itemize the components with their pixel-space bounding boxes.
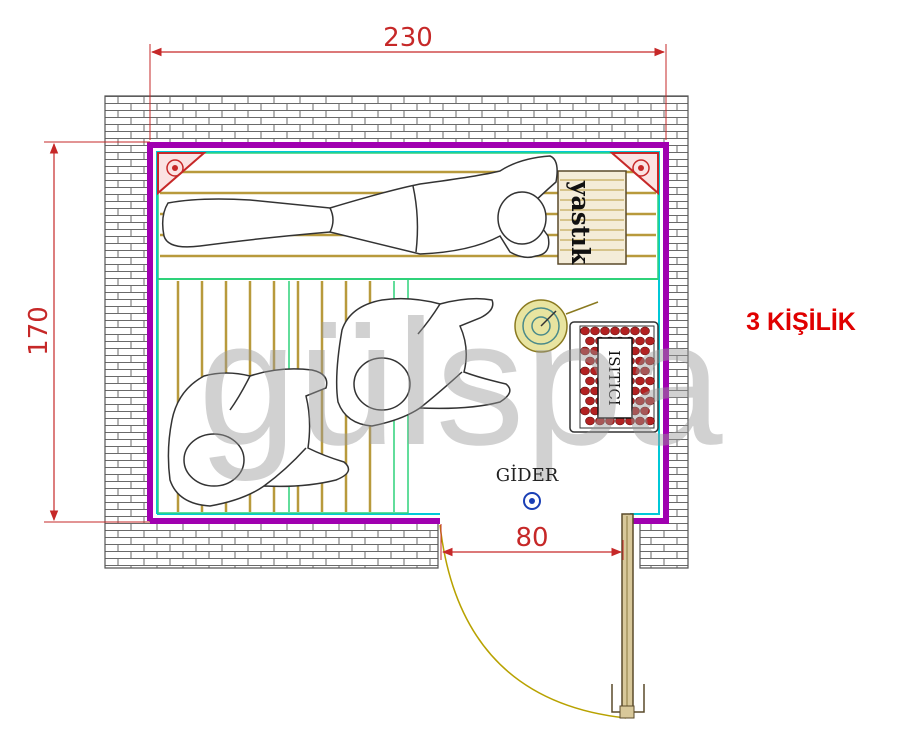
door — [439, 513, 645, 719]
heater-stone — [610, 326, 620, 336]
width-dimension: 230 — [149, 23, 667, 140]
heater-stone — [645, 376, 655, 386]
heater-stone — [590, 326, 600, 336]
pillow-label: yastık — [566, 180, 595, 265]
heater-stone — [640, 406, 650, 416]
heater: ISITICI — [569, 321, 659, 433]
heater-stone — [600, 326, 610, 336]
heater-stone — [645, 396, 655, 406]
drain-label: GİDER — [496, 463, 559, 486]
heater-stone — [580, 346, 590, 356]
person-lying-icon — [161, 155, 558, 259]
person-sitting-icon — [335, 297, 511, 427]
heater-stone — [585, 336, 595, 346]
heater-stone — [585, 356, 595, 366]
heater-stone — [635, 336, 645, 346]
person-sitting-icon — [167, 368, 350, 507]
height-dimension: 170 — [24, 141, 150, 523]
heater-stone — [640, 366, 650, 376]
pillow: yastık — [557, 170, 627, 265]
capacity-label: 3 KİŞİLİK — [746, 308, 856, 336]
heater-stone — [645, 416, 655, 426]
thermometer-icon — [514, 299, 599, 353]
heater-stone — [635, 356, 645, 366]
heater-stone — [640, 346, 650, 356]
corner-lamp-left-icon — [157, 152, 207, 196]
drain-icon — [523, 492, 541, 510]
heater-label: ISITICI — [605, 350, 623, 406]
heater-stone — [630, 326, 640, 336]
heater-stone — [640, 386, 650, 396]
heater-stone — [580, 386, 590, 396]
heater-stone — [635, 416, 645, 426]
watermark: gülspa — [198, 283, 723, 482]
heater-stone — [585, 376, 595, 386]
heater-stone — [645, 336, 655, 346]
heater-stone — [620, 326, 630, 336]
heater-stone — [640, 326, 650, 336]
heater-stone — [585, 416, 595, 426]
heater-stone — [580, 366, 590, 376]
corner-lamp-right-icon — [609, 152, 659, 196]
height-label: 170 — [24, 306, 54, 356]
door-width-label: 80 — [515, 523, 548, 553]
heater-stone — [635, 376, 645, 386]
heater-stone — [585, 396, 595, 406]
width-label: 230 — [383, 23, 433, 53]
heater-stone — [635, 396, 645, 406]
door-dimension: 80 — [440, 523, 624, 560]
heater-stone — [580, 326, 590, 336]
heater-stone — [645, 356, 655, 366]
heater-stone — [580, 406, 590, 416]
